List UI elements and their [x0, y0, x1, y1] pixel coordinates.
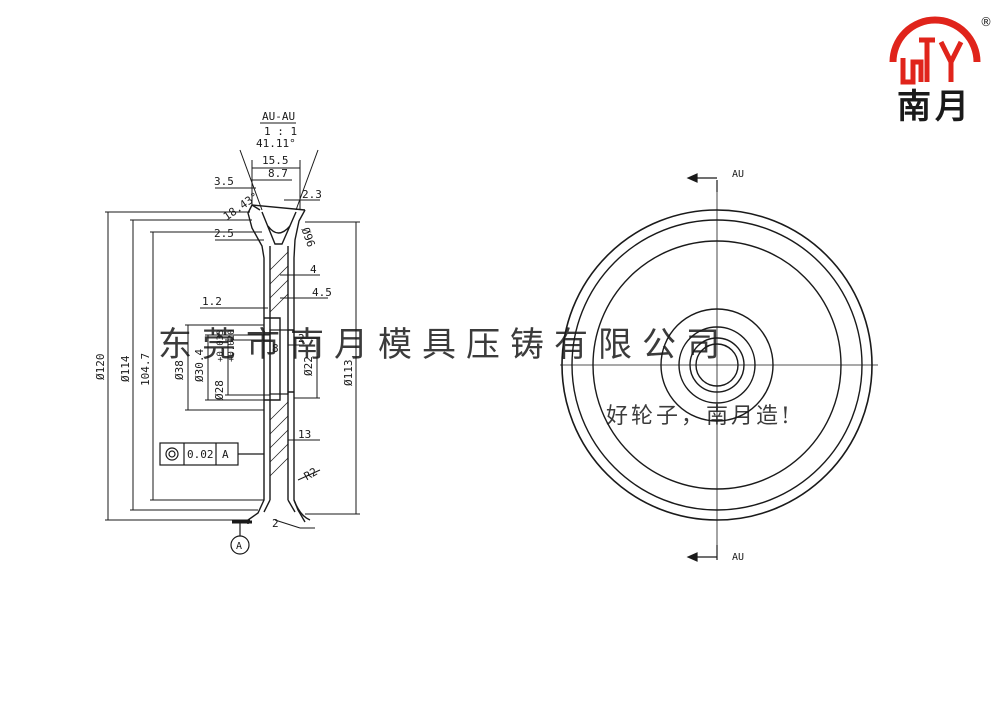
wheel-outer-profile: [247, 203, 306, 524]
groove-v: [261, 211, 297, 245]
dim-groove-depth: 4: [310, 263, 317, 276]
dim-bearing-dia: [205, 334, 270, 401]
datum-marker: [230, 520, 252, 555]
watermark: 东莞市南月模具压铸有限公司 好轮子，南月造!: [158, 325, 793, 429]
dim-bottom-step: 2: [272, 517, 279, 530]
bottom-fillet: [293, 499, 311, 521]
dim-top-width: 15.5: [262, 154, 289, 167]
watermark-company: 东莞市南月模具压铸有限公司: [158, 325, 730, 365]
front-view: [560, 173, 878, 562]
dim-tread-dia-label: Ø114: [119, 355, 132, 382]
dim-shaft-dia: [294, 337, 320, 399]
dim-top-inner: 8.7: [268, 167, 288, 180]
section-indicator-bottom: [686, 545, 718, 562]
dim-hub-offset: 1.2: [202, 295, 222, 308]
logo-registered-mark: ®: [980, 15, 992, 29]
section-view: [105, 149, 360, 555]
bore-tol-lower: +0.020: [227, 329, 237, 362]
hub-profile: [264, 317, 294, 401]
hub-hatching: [269, 251, 289, 477]
groove-angle: 41.11°: [256, 137, 296, 150]
dim-inner: [150, 231, 264, 501]
logo-mark-icon: [889, 16, 981, 85]
inner-wall-left: [263, 246, 271, 513]
section-label-bottom: AU: [732, 552, 744, 563]
tolerance-datum: A: [222, 448, 229, 461]
dim-shaft-dia-label: Ø22: [302, 356, 315, 376]
tolerance-value: 0.02: [187, 448, 214, 461]
leaders: [200, 274, 328, 529]
dim-rib: 4.5: [312, 286, 332, 299]
dim-bore-dia: [225, 339, 270, 396]
dim-tread-dia: [130, 219, 258, 511]
section-indicator-top: [686, 173, 718, 192]
logo-brand-text: 南月: [897, 87, 973, 127]
dim-fillet: R2: [302, 465, 320, 483]
watermark-slogan: 好轮子，南月造!: [606, 404, 793, 429]
dim-inner-label: 104.7: [139, 353, 152, 386]
brand-logo: 南月 ®: [889, 15, 992, 127]
dim-right-dia: [305, 221, 360, 515]
dim-bearing-dia-label: Ø30.4: [193, 349, 206, 382]
tolerance-frame: [159, 442, 264, 466]
section-label-top: AU: [732, 169, 744, 180]
dim-bore-dia-label: Ø28: [213, 380, 226, 400]
dim-left-step: 3.5: [214, 175, 234, 188]
hub-block: [269, 329, 289, 395]
section-scale: 1 : 1: [264, 125, 297, 138]
dim-outer-dia: [105, 211, 250, 521]
dim-hub-len: 8: [272, 342, 279, 355]
groove-bottom: [267, 225, 291, 234]
dim-right-dia-label: Ø113: [342, 360, 355, 387]
dim-outer-dia-label: Ø120: [94, 354, 107, 381]
dim-web-thickness: 13: [298, 428, 311, 441]
dim-right-step: 2.3: [302, 188, 322, 201]
dim-groove-dia: Ø96: [299, 226, 318, 249]
section-title: AU-AU: [262, 110, 295, 123]
bore-tol-upper: +0.033: [216, 329, 226, 362]
front-view-labels: AU AU: [732, 169, 744, 563]
dim-groove-step: 2.5: [214, 227, 234, 240]
dim-hub-dia: [185, 324, 264, 411]
dim-bore-step: 2: [298, 332, 305, 345]
datum-label: A: [236, 541, 242, 552]
dim-top: [215, 149, 320, 241]
dim-hub-dia-label: Ø38: [173, 360, 186, 380]
